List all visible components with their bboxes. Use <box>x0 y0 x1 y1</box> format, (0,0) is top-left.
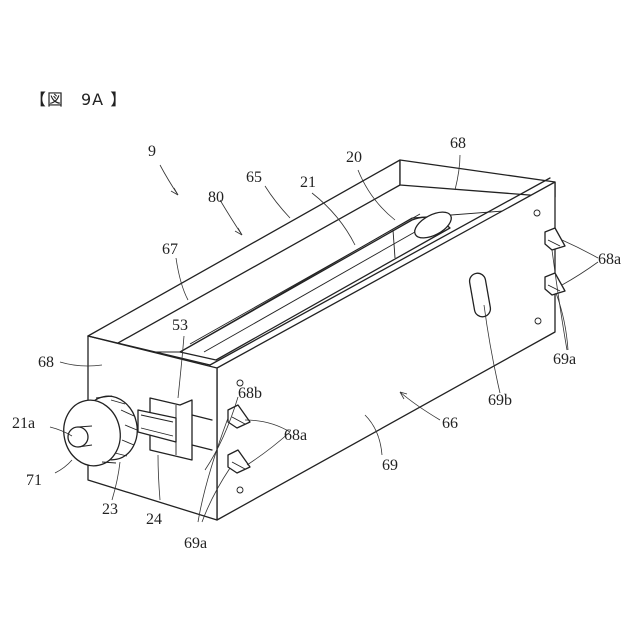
label-68a-right: 68a <box>598 252 621 268</box>
label-68-left: 68 <box>38 355 54 371</box>
far-end-plate <box>400 160 555 197</box>
label-23: 23 <box>102 502 118 518</box>
figure-title: 【図 9A 】 <box>30 92 127 108</box>
label-68-top: 68 <box>450 136 466 152</box>
label-53: 53 <box>172 318 188 334</box>
label-20: 20 <box>346 150 362 166</box>
label-69: 69 <box>382 458 398 474</box>
label-68b: 68b <box>238 386 262 402</box>
label-21: 21 <box>300 175 316 191</box>
label-69b: 69b <box>488 393 512 409</box>
label-21a: 21a <box>12 416 35 432</box>
label-66: 66 <box>442 416 458 432</box>
label-9: 9 <box>148 144 156 160</box>
label-68a-mid: 68a <box>284 428 307 444</box>
label-69a-bottom: 69a <box>184 536 207 552</box>
label-65: 65 <box>246 170 262 186</box>
label-71: 71 <box>26 473 42 489</box>
label-69a-right: 69a <box>553 352 576 368</box>
label-67: 67 <box>162 242 178 258</box>
label-80: 80 <box>208 190 224 206</box>
label-24: 24 <box>146 512 162 528</box>
